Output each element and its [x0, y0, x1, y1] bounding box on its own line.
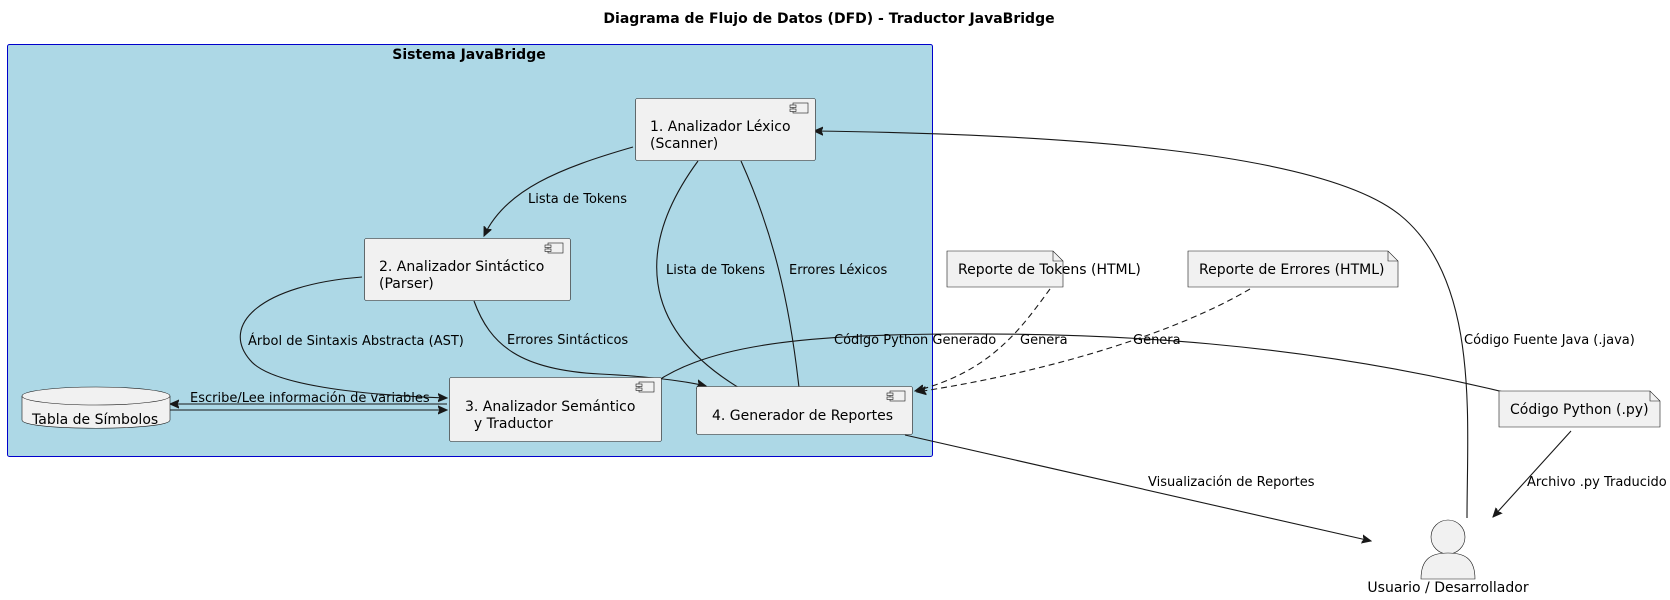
diagram-title: Diagrama de Flujo de Datos (DFD) - Tradu…: [603, 11, 1054, 27]
edge-translated-file: [1493, 430, 1572, 517]
component-icon: [635, 381, 655, 393]
user-icon: [1420, 519, 1476, 580]
symbol-table-label: Tabla de Símbolos: [31, 412, 158, 428]
scanner-label-line1: 1. Analizador Léxico: [650, 119, 791, 135]
actor-user[interactable]: Usuario / Desarrollador: [1367, 519, 1529, 596]
edge-label-lexical-errors: Errores Léxicos: [789, 263, 887, 278]
edges: Código Fuente Java (.java) Lista de Toke…: [170, 131, 1667, 541]
semantic-label-line1: 3. Analizador Semántico: [465, 399, 635, 415]
edge-label-symbols-rw: Escribe/Lee información de variables: [190, 391, 430, 406]
artifact-error-report[interactable]: Reporte de Errores (HTML): [1187, 250, 1399, 288]
edge-ast: [239, 276, 447, 398]
edge-source-code: [814, 131, 1469, 519]
edge-label-source-code: Código Fuente Java (.java): [1464, 333, 1635, 348]
edge-report-view: [904, 434, 1371, 541]
parser-label-line2: (Parser): [379, 276, 434, 292]
component-icon: [789, 102, 809, 114]
edge-label-generated-python: Código Python Generado: [834, 333, 996, 348]
component-reports[interactable]: 4. Generador de Reportes: [696, 386, 913, 435]
edge-syntax-errors: [473, 300, 706, 386]
python-code-label: Código Python (.py): [1510, 402, 1649, 418]
scanner-label-line2: (Scanner): [650, 136, 718, 152]
edge-label-translated-file: Archivo .py Traducido: [1527, 475, 1667, 490]
package-title: Sistema JavaBridge: [392, 47, 545, 63]
edge-label-scanner-reports-tokens: Lista de Tokens: [666, 263, 765, 278]
document-icon: [946, 250, 1064, 288]
error-report-label: Reporte de Errores (HTML): [1199, 262, 1384, 278]
document-icon: [1187, 250, 1399, 288]
edge-scanner-parser: [484, 146, 634, 236]
parser-label-line1: 2. Analizador Sintáctico: [379, 259, 544, 275]
database-symbol-table[interactable]: Tabla de Símbolos: [21, 386, 171, 429]
edge-generated-python: [644, 333, 1528, 398]
component-semantic[interactable]: 3. Analizador Semántico y Traductor: [449, 377, 662, 442]
component-parser[interactable]: 2. Analizador Sintáctico (Parser): [364, 238, 571, 301]
edge-label-scanner-parser: Lista de Tokens: [528, 192, 627, 207]
edge-label-report-view: Visualización de Reportes: [1148, 475, 1315, 490]
edge-label-ast: Árbol de Sintaxis Abstracta (AST): [248, 333, 464, 349]
component-scanner[interactable]: 1. Analizador Léxico (Scanner): [635, 98, 816, 161]
token-report-label: Reporte de Tokens (HTML): [958, 262, 1141, 278]
artifact-token-report[interactable]: Reporte de Tokens (HTML): [946, 250, 1141, 288]
component-icon: [886, 390, 906, 402]
edge-scanner-reports-tokens: [656, 160, 755, 397]
user-label: Usuario / Desarrollador: [1367, 580, 1528, 596]
edge-generates-errors: [917, 288, 1251, 392]
edge-lexical-errors: [740, 160, 800, 397]
semantic-label-line2: y Traductor: [465, 416, 553, 432]
edge-label-generates-errors: Genera: [1133, 333, 1181, 348]
edge-label-generates-tokens: Genera: [1020, 333, 1068, 348]
artifact-python-code[interactable]: Código Python (.py): [1498, 390, 1661, 428]
document-icon: [1498, 390, 1661, 428]
component-icon: [544, 242, 564, 254]
edge-label-syntax-errors: Errores Sintácticos: [507, 333, 628, 348]
reports-label: 4. Generador de Reportes: [712, 408, 893, 424]
